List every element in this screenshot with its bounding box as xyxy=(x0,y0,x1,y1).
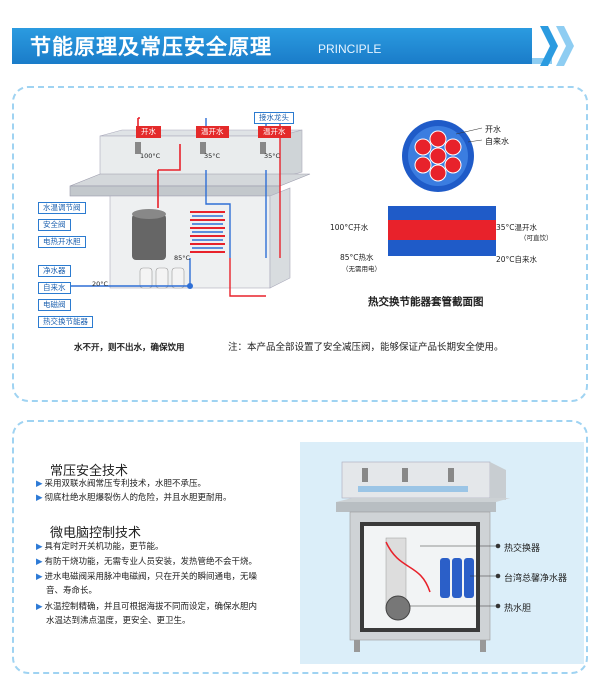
feature-item: ▶采用双联水阀常压专利技术，水胆不承压。 xyxy=(36,479,207,489)
tag-warm-1: 温开水 xyxy=(196,126,229,138)
tag-solenoid: 电磁阀 xyxy=(38,299,71,311)
temp-20: 20°C xyxy=(92,280,109,288)
feature-item: ▶具有定时开关机功能，更节能。 xyxy=(36,542,164,552)
section-header: 节能原理及常压安全原理 PRINCIPLE xyxy=(0,0,600,78)
legend-cold: 自来水 xyxy=(485,137,509,146)
tag-tap: 接水龙头 xyxy=(254,112,294,124)
feature-title-pressure: 常压安全技术 xyxy=(50,464,129,479)
feature-item: ▶有防干烧功能，无需专业人员安装，发热管绝不会干烧。 xyxy=(36,557,258,567)
section-subtitle: PRINCIPLE xyxy=(318,42,382,56)
tag-purifier: 净水器 xyxy=(38,265,71,277)
chevron-right-icon xyxy=(556,26,574,66)
note-left: 水不开，则不出水，确保饮用 xyxy=(74,343,185,353)
tag-safety-valve: 安全阀 xyxy=(38,219,71,231)
temp-85: 85°C xyxy=(174,254,191,262)
feature-item-cont: 音、寿命长。 xyxy=(46,586,98,596)
legend-hot: 开水 xyxy=(485,125,501,134)
feature-item: ▶彻底杜绝水胆爆裂伤人的危险，并且水胆更耐用。 xyxy=(36,493,232,503)
feature-title-control: 微电脑控制技术 xyxy=(50,526,142,541)
callout-purifier: 台湾总馨净水器 xyxy=(504,574,568,584)
tag-valve: 水温调节阀 xyxy=(38,202,86,214)
label-85-sub: （无需用电） xyxy=(342,265,381,273)
chevron-right-icon xyxy=(540,26,558,66)
cross-section-caption: 热交换节能器套管截面图 xyxy=(368,296,484,308)
product-photo xyxy=(300,442,584,664)
label-85: 85°C热水 xyxy=(340,253,374,262)
temp-35a: 35°C xyxy=(204,152,221,160)
dispenser-diagram xyxy=(69,117,311,297)
tag-boiling: 开水 xyxy=(136,126,161,138)
label-35: 35°C温开水 xyxy=(496,223,538,232)
header-bar xyxy=(12,28,532,64)
temp-35b: 35°C xyxy=(264,152,281,160)
exchanger-tube xyxy=(388,206,496,256)
pipe-cross-section xyxy=(402,120,483,192)
section-title: 节能原理及常压安全原理 xyxy=(30,35,272,59)
feature-item: ▶进水电磁阀采用脉冲电磁阀，只在开关的瞬间通电，无噪 xyxy=(36,572,258,582)
tag-tap-water: 自来水 xyxy=(38,282,71,294)
feature-item-cont: 水温达到沸点温度，更安全、更卫生。 xyxy=(46,616,191,626)
label-100: 100°C开水 xyxy=(330,223,369,232)
label-20: 20°C自来水 xyxy=(496,255,538,264)
feature-item: ▶水温控制精确，并且可根据海拔不同而设定，确保水胆内 xyxy=(36,602,258,612)
tag-heat-exchanger: 热交换节能器 xyxy=(38,316,93,328)
note-right: 注：本产品全部设置了安全减压阀，能够保证产品长期安全使用。 xyxy=(228,342,504,353)
tag-warm-2: 温开水 xyxy=(258,126,291,138)
callout-heater: 热水胆 xyxy=(504,604,532,614)
temp-100: 100°C xyxy=(140,152,161,160)
callout-heat-exchanger: 热交换器 xyxy=(504,544,541,554)
tag-heater: 电热开水胆 xyxy=(38,236,86,248)
label-35-sub: （可直饮） xyxy=(520,234,553,242)
